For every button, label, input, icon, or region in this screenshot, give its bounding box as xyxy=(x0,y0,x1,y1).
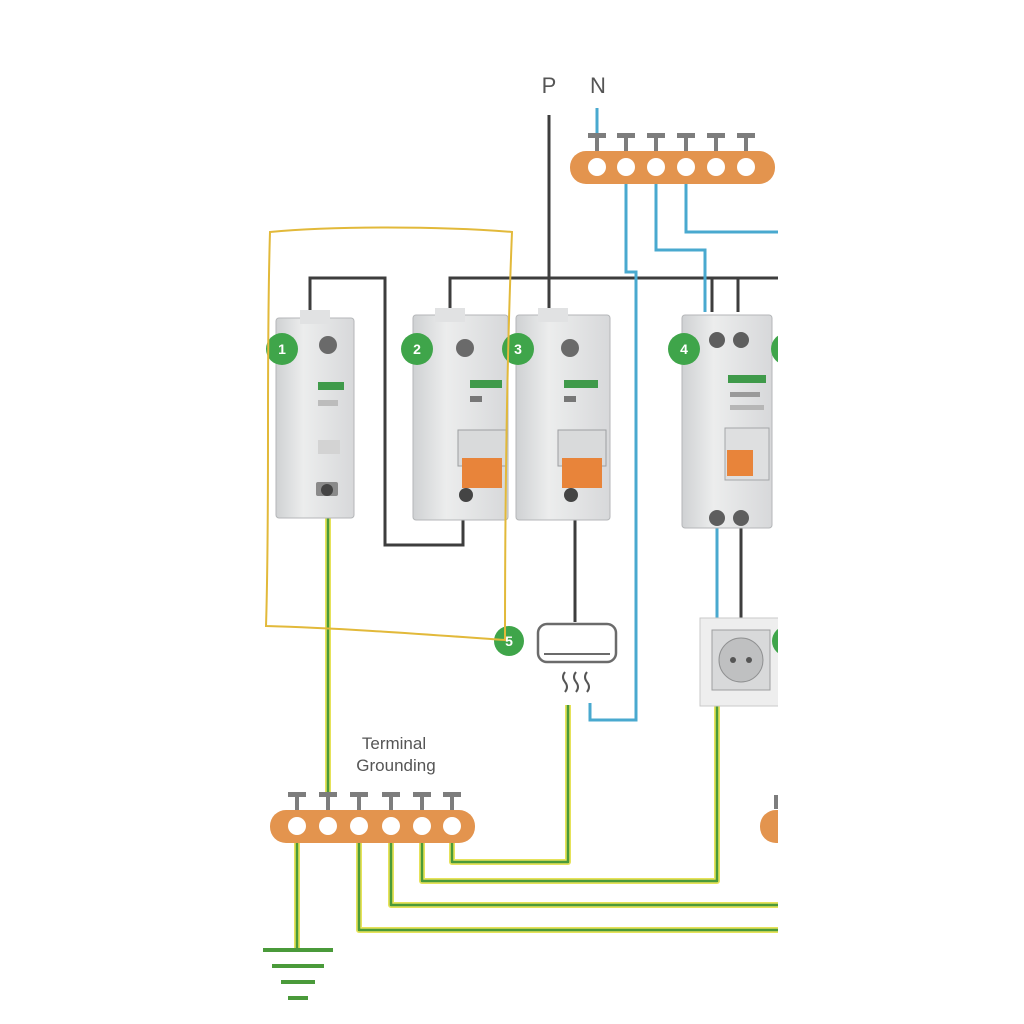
phase-label: P xyxy=(542,73,557,98)
neutral-wires xyxy=(588,108,778,722)
earth-wires xyxy=(294,515,778,948)
grounding-busbar xyxy=(270,792,475,843)
highlight-annotation xyxy=(264,226,514,642)
neutral-label: N xyxy=(590,73,606,98)
badge-partial-right xyxy=(771,335,778,653)
breaker-3 xyxy=(515,308,611,521)
breaker-4-rcbo xyxy=(681,314,773,529)
badge-2: 2 xyxy=(401,333,433,365)
svg-text:3: 3 xyxy=(514,341,522,357)
partial-busbar-right xyxy=(760,795,778,843)
svg-text:1: 1 xyxy=(278,341,286,357)
badge-1: 1 xyxy=(266,333,298,365)
breaker-2 xyxy=(412,308,509,521)
svg-text:4: 4 xyxy=(680,341,688,357)
neutral-busbar xyxy=(570,133,775,184)
badge-3: 3 xyxy=(502,333,534,365)
badge-5: 5 xyxy=(494,626,524,656)
live-wires xyxy=(308,115,778,622)
breaker-1-main-switch xyxy=(275,310,355,519)
ground-symbol-icon xyxy=(263,948,333,1000)
badge-4: 4 xyxy=(668,333,700,365)
svg-text:2: 2 xyxy=(413,341,421,357)
heater-icon xyxy=(536,622,618,693)
grounding-label: Grounding xyxy=(356,756,435,775)
terminal-label: Terminal xyxy=(362,734,426,753)
socket-icon xyxy=(699,617,778,707)
svg-text:5: 5 xyxy=(505,633,513,649)
